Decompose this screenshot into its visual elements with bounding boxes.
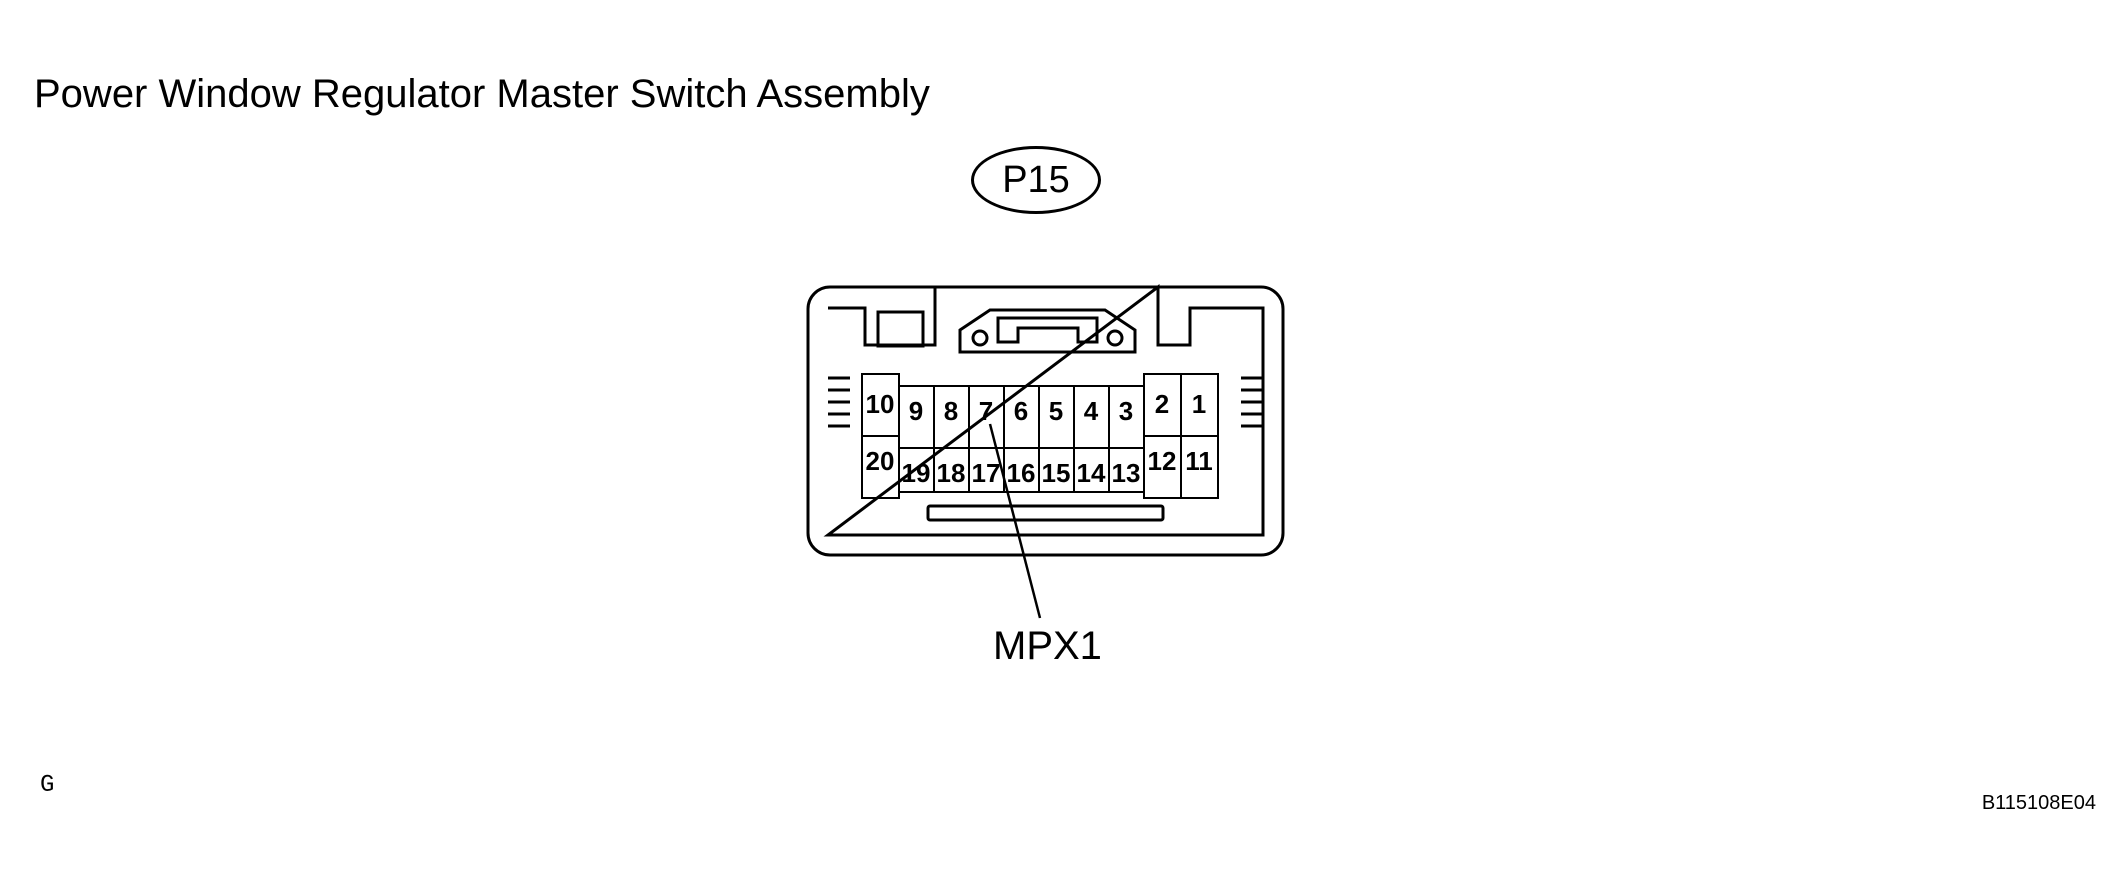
- latch-plate: [958, 308, 1137, 354]
- side-ribs-left: [828, 376, 850, 428]
- pin-label: 17: [972, 458, 1001, 488]
- pin-label: 2: [1155, 389, 1169, 419]
- pin-label: 10: [866, 389, 895, 419]
- corner-letter: G: [40, 772, 55, 799]
- diagram-title: Power Window Regulator Master Switch Ass…: [34, 72, 930, 116]
- pin-label: 1: [1192, 389, 1206, 419]
- bottom-slot: [926, 504, 1165, 522]
- connector-id-badge: P15: [971, 146, 1101, 214]
- connector-housing-outer: [806, 285, 1285, 557]
- pin-label: 11: [1185, 446, 1213, 476]
- pin-label: 18: [937, 458, 966, 488]
- pin-label: 12: [1148, 446, 1177, 476]
- latch-square: [876, 310, 925, 348]
- pin-label: 19: [902, 458, 931, 488]
- pin-label: 4: [1084, 396, 1099, 426]
- pin-label: 14: [1077, 458, 1106, 488]
- latch-hole-left: [971, 329, 989, 347]
- pin-label: 20: [866, 446, 895, 476]
- pin-label: 16: [1007, 458, 1036, 488]
- pin-label: 3: [1119, 396, 1133, 426]
- connector-housing-inner: [823, 283, 1265, 537]
- pin-label: 5: [1049, 396, 1063, 426]
- pin-label: 15: [1042, 458, 1071, 488]
- pin-label: 7: [979, 396, 993, 426]
- connector-id-label: P15: [1002, 158, 1070, 201]
- pin-grid: [861, 373, 1219, 499]
- callout-label: MPX1: [993, 624, 1102, 668]
- callout-leader-line: [988, 423, 1042, 619]
- pin-label: 8: [944, 396, 958, 426]
- side-ribs-right: [1241, 376, 1263, 428]
- pin-label: 9: [909, 396, 923, 426]
- pin-label: 13: [1112, 458, 1141, 488]
- latch-notch: [996, 316, 1099, 344]
- figure-code: B115108E04: [1981, 792, 2096, 814]
- latch-hole-right: [1106, 329, 1124, 347]
- pin-label: 6: [1014, 396, 1028, 426]
